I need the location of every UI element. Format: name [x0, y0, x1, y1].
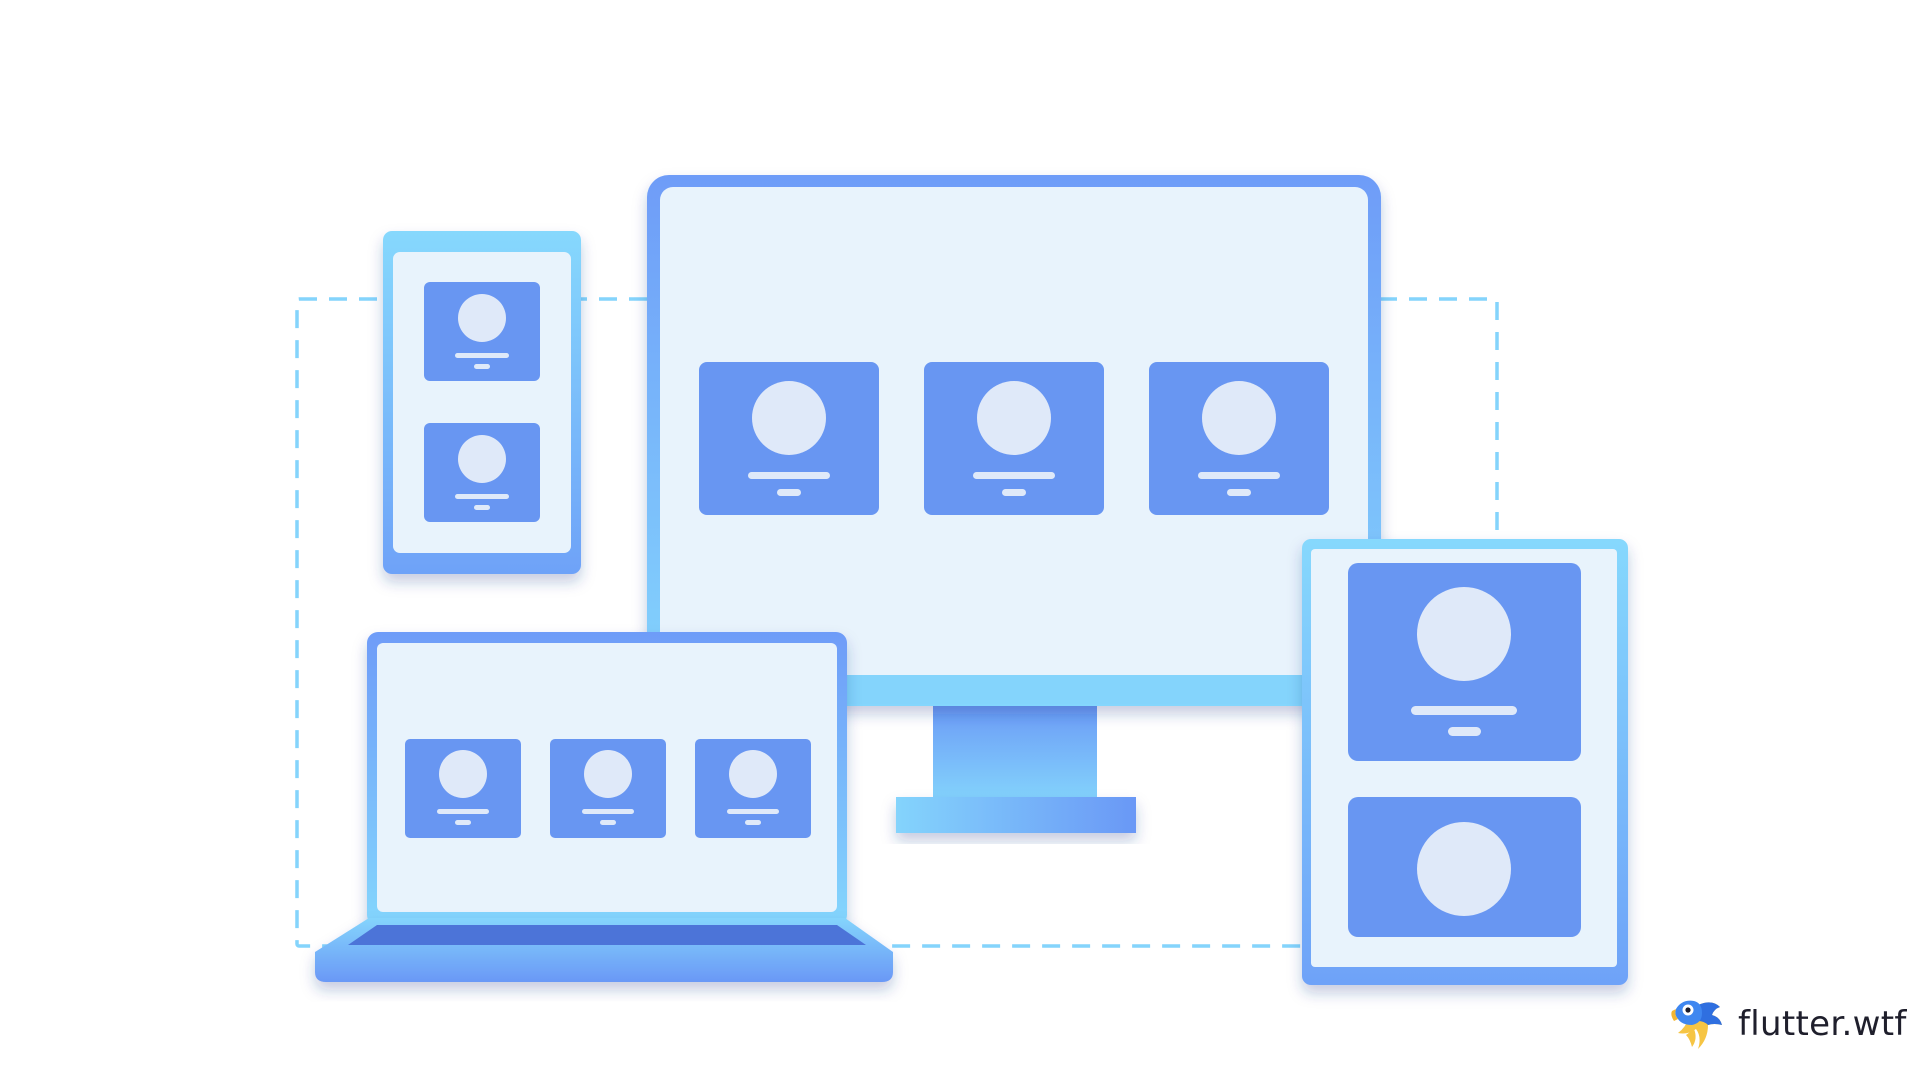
- profile-card: [924, 362, 1104, 515]
- avatar-placeholder: [729, 750, 777, 798]
- avatar-placeholder: [752, 381, 826, 455]
- avatar-placeholder: [977, 381, 1051, 455]
- avatar-placeholder: [1202, 381, 1276, 455]
- profile-card: [550, 739, 666, 838]
- profile-card: [699, 362, 879, 515]
- desktop-monitor: [647, 175, 1381, 833]
- avatar-placeholder: [584, 750, 632, 798]
- avatar-placeholder: [1417, 822, 1511, 916]
- monitor-stand-base: [896, 797, 1136, 833]
- phone: [383, 231, 581, 574]
- profile-card: [1348, 797, 1581, 937]
- avatar-placeholder: [1417, 587, 1511, 681]
- profile-card: [695, 739, 811, 838]
- parrot-logo-icon: [1671, 1000, 1722, 1049]
- profile-card: [1348, 563, 1581, 761]
- laptop: [315, 632, 893, 982]
- profile-card: [424, 423, 540, 522]
- tablet: [1302, 539, 1628, 985]
- laptop-keyboard: [348, 925, 866, 945]
- avatar-placeholder: [439, 750, 487, 798]
- brand-logo[interactable]: flutter.wtf: [1668, 994, 1907, 1054]
- brand-name: flutter.wtf: [1738, 1004, 1907, 1044]
- avatar-placeholder: [458, 294, 506, 342]
- profile-card: [405, 739, 521, 838]
- avatar-placeholder: [458, 435, 506, 483]
- profile-card: [1149, 362, 1329, 515]
- dashed-layout-frame: [295, 297, 1499, 948]
- profile-card: [424, 282, 540, 381]
- monitor-stand-neck: [933, 700, 1097, 802]
